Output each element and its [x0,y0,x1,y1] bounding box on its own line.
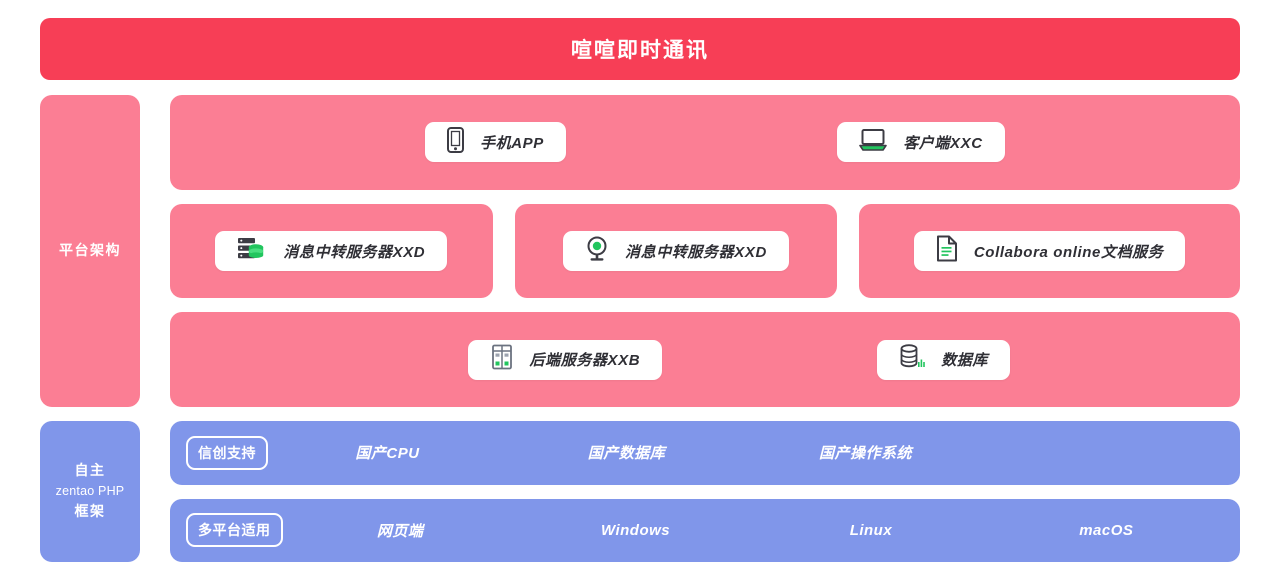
sidebar-label-platform: 平台架构 [40,95,140,407]
diagram-body: 平台架构 [40,95,1240,562]
node-relay-server-b-label: 消息中转服务器XXD [625,243,767,261]
server-tower-icon [490,343,514,376]
node-relay-server-a[interactable]: 消息中转服务器XXD [215,231,448,271]
platform-item-linux: Linux [849,521,893,539]
sidebar-label-framework-line2: zentao PHP [55,483,125,498]
server-rack-database-icon [237,236,267,267]
node-desktop-client[interactable]: 客户端XXC [837,122,1005,163]
node-relay-server-b[interactable]: 消息中转服务器XXD [563,231,789,271]
sidebar-label-framework-line3: 框架 [74,503,106,520]
xinchuang-item-cpu: 国产CPU [355,445,420,463]
sidebar-label-framework-line1: 自主 [74,462,106,479]
xinchuang-item-os: 国产操作系统 [818,445,912,463]
platform-row-clients: 手机APP 客户端XXC [170,95,1240,190]
webcam-icon [585,236,609,267]
platform-item-macos: macOS [1079,521,1134,539]
mobile-phone-icon [447,126,465,158]
document-icon [936,235,958,267]
platform-section: 手机APP 客户端XXC [170,95,1240,408]
node-desktop-client-label: 客户端XXC [903,134,983,152]
node-mobile-app-label: 手机APP [480,134,544,152]
platform-card-relay-b: 消息中转服务器XXD [514,203,838,299]
node-mobile-app[interactable]: 手机APP [425,122,566,163]
platform-item-list: 网页端 Windows Linux macOS [283,520,1225,541]
compatibility-row-xinchuang: 信创支持 国产CPU 国产数据库 国产操作系统 [170,421,1240,485]
compatibility-section: 信创支持 国产CPU 国产数据库 国产操作系统 多平台适用 网页端 Window… [170,421,1240,562]
node-backend-server-label: 后端服务器XXB [529,352,641,370]
xinchuang-item-db: 国产数据库 [587,445,666,463]
badge-multiplatform: 多平台适用 [186,513,283,548]
node-database[interactable]: 数据库 [877,339,1010,380]
platform-card-collabora: Collabora online文档服务 [859,203,1240,299]
platform-item-windows: Windows [600,521,671,539]
sidebar-label-framework: 自主 zentao PHP 框架 [40,421,140,562]
compatibility-row-platforms: 多平台适用 网页端 Windows Linux macOS [170,498,1240,562]
node-database-label: 数据库 [941,352,988,370]
page-title: 喧喧即时通讯 [571,39,709,62]
laptop-icon [859,128,888,157]
platform-item-web: 网页端 [376,522,424,540]
sidebar-label-platform-text: 平台架构 [59,242,121,259]
badge-xinchuang-support: 信创支持 [186,435,268,470]
node-collabora-online[interactable]: Collabora online文档服务 [913,231,1186,271]
node-collabora-online-label: Collabora online文档服务 [973,243,1164,261]
platform-row-services: 消息中转服务器XXD 消息中转服务器XXD [170,203,1240,299]
platform-row-backend: 后端服务器XXB [170,312,1240,408]
platform-card-relay-a: 消息中转服务器XXD [170,203,493,299]
xinchuang-item-list: 国产CPU 国产数据库 国产操作系统 [268,442,1224,463]
node-backend-server[interactable]: 后端服务器XXB [467,339,663,380]
database-icon [899,343,925,376]
diagram-title-bar: 喧喧即时通讯 [40,18,1240,80]
node-relay-server-a-label: 消息中转服务器XXD [283,243,426,261]
